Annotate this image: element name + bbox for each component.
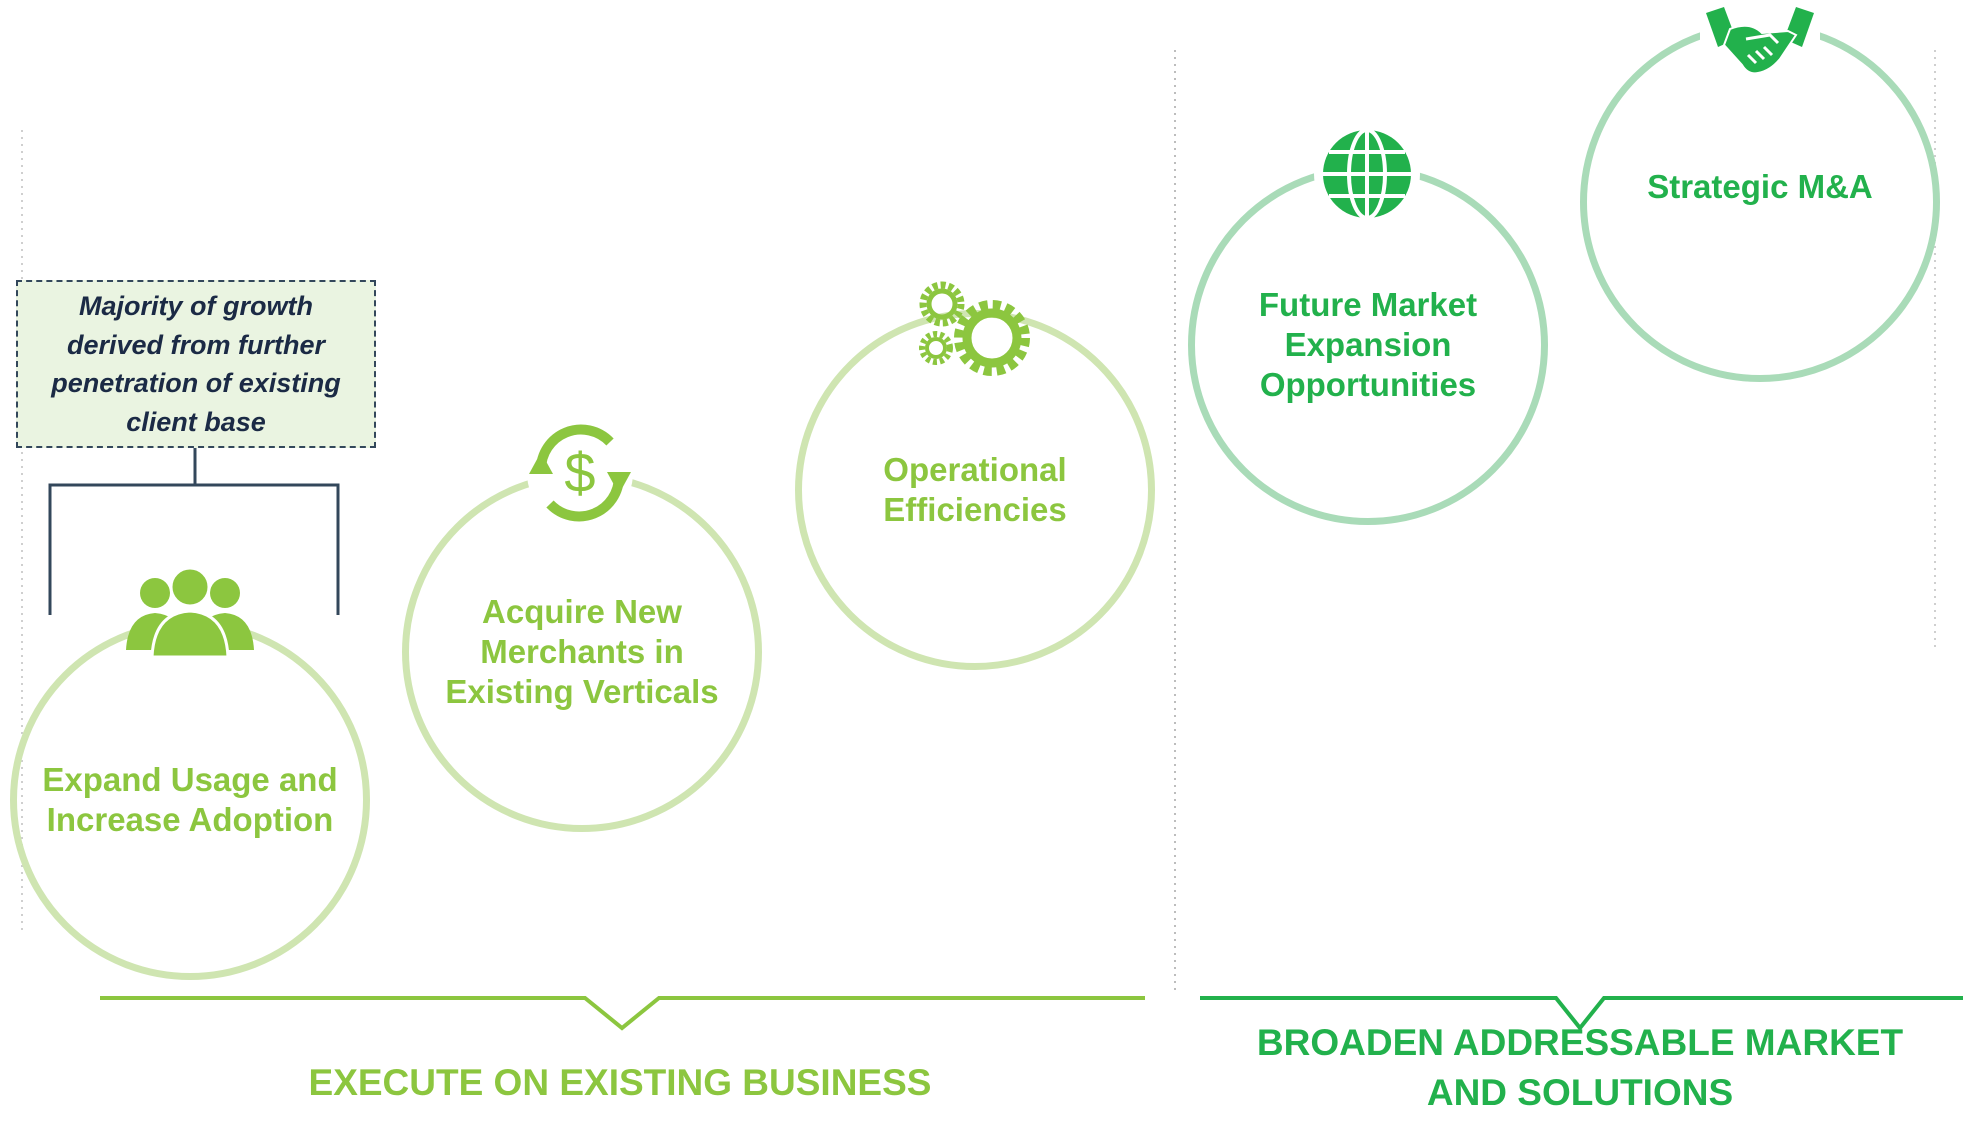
people-group-icon <box>122 565 258 660</box>
circle-label-acquire-merchants: Acquire New Merchants in Existing Vertic… <box>445 593 719 710</box>
gears-icon <box>912 278 1037 378</box>
broaden-section-label: BROADEN ADDRESSABLE MARKET AND SOLUTIONS <box>1256 1022 1904 1113</box>
svg-text:$: $ <box>564 441 595 504</box>
circle-expand-usage: Expand Usage and Increase Adoption <box>10 620 370 980</box>
dollar-cycle-icon: $ <box>515 418 645 528</box>
execute-section-label: EXECUTE ON EXISTING BUSINESS <box>308 1062 932 1103</box>
globe-icon <box>1312 121 1422 227</box>
circle-label-strategic-ma: Strategic M&A <box>1647 168 1873 205</box>
circle-label-future-market-expansion: Future Market Expansion Opportunities <box>1258 286 1478 403</box>
callout-bracket <box>48 448 340 615</box>
circle-label-expand-usage: Expand Usage and Increase Adoption <box>42 761 338 838</box>
circle-acquire-merchants: Acquire New Merchants in Existing Vertic… <box>402 472 762 832</box>
broaden-section-bracket <box>1200 996 1963 1032</box>
callout-text: Majority of growth derived from further … <box>51 291 341 437</box>
handshake-icon <box>1700 5 1820 90</box>
circle-label-operational-efficiencies: Operational Efficiencies <box>883 451 1067 528</box>
execute-section-bracket <box>100 996 1145 1031</box>
callout-box: Majority of growth derived from further … <box>16 280 376 448</box>
